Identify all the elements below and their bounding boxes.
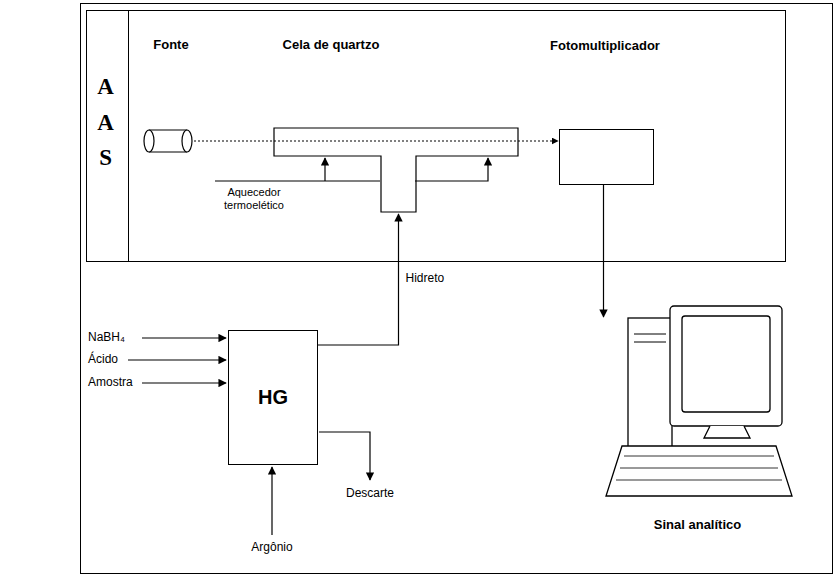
component-heading: Fotomultiplicador [550,38,660,53]
photomultiplier-box: Fotomultiplicador [559,129,654,185]
waste-arrow [319,432,370,480]
component-heading: Fonte [153,37,188,52]
tower-slot [634,342,666,343]
lamp-end [144,130,154,152]
lamp-window [182,130,192,152]
waste-label: Descarte [345,486,395,500]
lamp-body [149,130,187,152]
instrument-box: A A SFonteCela de quartzoFotomultiplicad… [86,10,786,262]
beam-path [194,141,558,142]
heater-label: Aquecedor termoelético [218,186,290,212]
lamp-source: Fonte [143,129,193,153]
reagent-label: Ácido [87,352,119,366]
monitor-stand [704,426,750,438]
flow-arrow [603,185,604,317]
instrument-name: A A S [93,69,118,176]
heater-lines [215,158,488,181]
component-heading: Cela de quartzo [283,37,380,52]
hydride-generator-box: HG [228,330,318,465]
cell-outline [274,128,518,212]
reagent-label: NaBH₄ [87,330,126,344]
box-label: HG [258,386,288,409]
tower-slot [634,334,666,335]
monitor-frame [670,306,782,426]
argon-arrow [271,467,272,535]
argon-label: Argônio [250,540,293,554]
shape-outline [600,300,795,540]
edge-label: Hidreto [405,271,446,285]
keyboard [606,446,792,496]
input-arrows [128,338,226,383]
shape-outline [143,129,193,153]
quartz-cell: Cela de quartzo [273,126,519,213]
flow-arrow [318,214,399,345]
reagent-label: Amostra [87,375,134,389]
keyboard-keys [616,456,782,480]
aas-separator [128,10,129,262]
monitor-screen [682,316,770,412]
shape-outline [273,126,519,213]
computer-caption: Sinal analítico [600,517,795,532]
figure-frame [81,4,833,574]
computer-icon: Sinal analítico [600,300,795,540]
